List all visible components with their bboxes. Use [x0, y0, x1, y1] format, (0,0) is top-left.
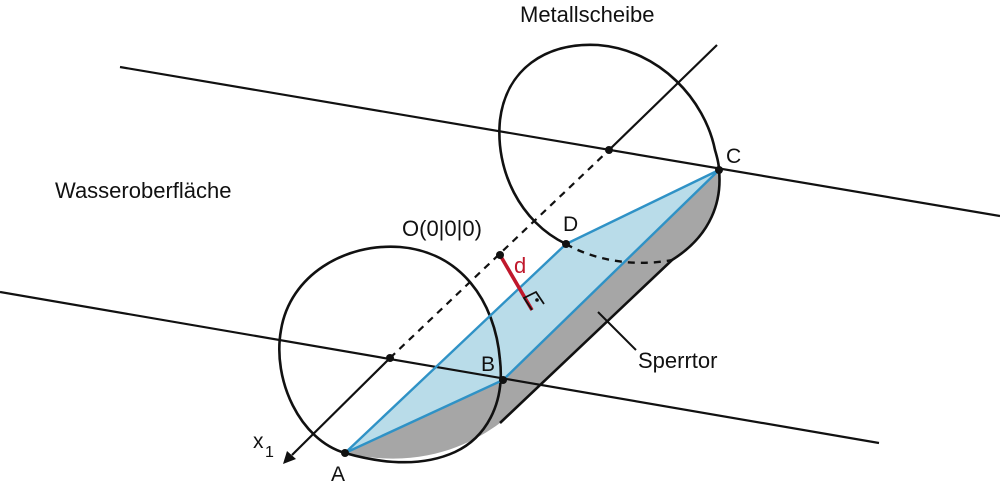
label-origin: O(0|0|0): [402, 216, 482, 241]
origin-point: [496, 251, 504, 259]
back-disc-hidden-arc: [565, 242, 673, 265]
back-disc-outline: [498, 43, 721, 246]
sperrtor-leader-line: [597, 311, 637, 351]
axis-point-front: [386, 354, 394, 362]
x1-axis-arrowhead: [283, 451, 296, 464]
x1-axis-dashed: [389, 149, 610, 359]
cylinder-outer-edge: [499, 169, 721, 424]
sperrtor-plane: [345, 170, 719, 453]
x1-axis-solid: [291, 357, 391, 456]
right-angle-dot: [535, 298, 539, 302]
water-surface-line-front: [0, 290, 880, 445]
label-axis-index: 1: [265, 444, 274, 461]
point-d-marker: [562, 240, 570, 248]
label-wasseroberflaeche: Wasseroberfläche: [55, 178, 231, 203]
label-sperrtor: Sperrtor: [638, 348, 717, 373]
point-a-marker: [341, 449, 349, 457]
label-point-d: D: [563, 213, 578, 236]
label-distance-d: d: [514, 253, 526, 278]
label-point-b: B: [481, 353, 495, 376]
label-point-a: A: [331, 463, 345, 486]
label-axis-x: x: [253, 430, 264, 453]
point-c-marker: [715, 166, 723, 174]
water-surface-line-back: [119, 65, 1000, 218]
label-metallscheibe: Metallscheibe: [520, 2, 655, 27]
axis-point-back: [605, 146, 613, 154]
x1-axis-solid-back: [608, 44, 718, 151]
point-b-marker: [499, 376, 507, 384]
front-disc-outline: [278, 245, 503, 464]
label-point-c: C: [726, 145, 741, 168]
right-angle-marker: [522, 290, 545, 311]
